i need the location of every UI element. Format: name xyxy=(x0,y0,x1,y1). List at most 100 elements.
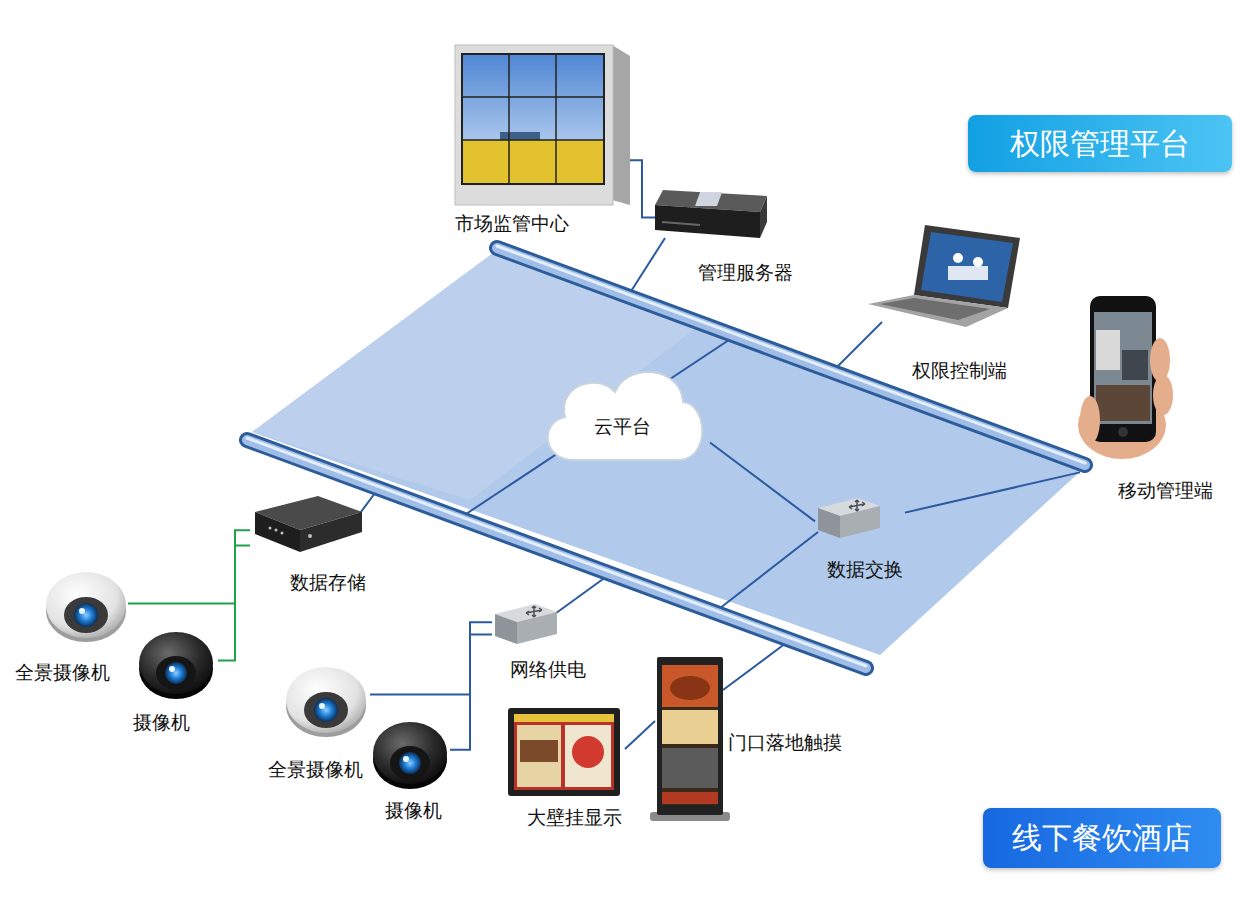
wall-display-icon-part xyxy=(517,725,561,787)
storage-icon-part-part xyxy=(308,534,312,538)
wall-display-icon-part xyxy=(508,708,620,796)
storage-icon-part-part xyxy=(275,529,278,532)
laptop-icon xyxy=(868,225,1020,327)
kiosk-icon-part xyxy=(670,676,710,700)
wall-display-icon xyxy=(508,708,620,796)
video-wall-icon-part-part xyxy=(462,139,604,141)
kiosk-icon xyxy=(650,657,730,821)
device-caption: 全景摄像机 xyxy=(268,757,363,781)
phone-icon-part xyxy=(1150,338,1170,382)
kiosk-node: 门口落地触摸 xyxy=(655,655,844,820)
wall-display-icon-part xyxy=(565,725,611,787)
video-wall-icon-part xyxy=(500,132,540,140)
laptop-icon-part xyxy=(880,298,990,320)
phone-icon-part xyxy=(1096,385,1150,421)
phone-icon-part xyxy=(1118,427,1128,437)
device-caption: 市场监管中心 xyxy=(455,211,569,235)
video-wall-icon-part xyxy=(612,45,630,205)
network-pipe-part xyxy=(247,440,866,668)
network-link xyxy=(218,546,250,661)
device-caption: 大壁挂显示 xyxy=(527,805,622,829)
device-caption: 权限控制端 xyxy=(912,358,1007,382)
device-caption: 门口落地触摸 xyxy=(728,730,842,754)
video-wall-icon-part-part xyxy=(462,96,604,98)
network-illustration-part xyxy=(286,667,366,737)
cloud-label: 云平台 xyxy=(594,414,651,438)
storage-icon-part xyxy=(255,512,300,552)
phone-icon-part xyxy=(1080,396,1100,444)
grid-line-part xyxy=(460,336,735,518)
panorama-camera-node: 全景摄像机 xyxy=(15,568,128,686)
kiosk-icon-part xyxy=(657,657,723,815)
network-pipe xyxy=(247,246,1085,668)
device-caption: 摄像机 xyxy=(133,710,190,734)
video-wall-icon-part xyxy=(455,45,613,205)
grid-line-part xyxy=(832,322,882,372)
poe-switch-node: 网络供电 xyxy=(492,602,588,683)
network-illustration-part xyxy=(139,632,213,699)
wall-display-icon-part xyxy=(514,714,614,790)
kiosk-icon-part xyxy=(662,665,718,707)
phone-icon-part xyxy=(1153,375,1173,415)
cloud-outline xyxy=(548,372,702,460)
video-wall-icon xyxy=(455,45,630,205)
kiosk-icon-part xyxy=(662,710,718,744)
phone-icon-part xyxy=(1122,350,1148,380)
device-caption: 数据存储 xyxy=(290,570,366,594)
kiosk-icon-part xyxy=(662,792,718,804)
network-pipe-part xyxy=(247,440,866,668)
hotel-badge-node: 线下餐饮酒店 xyxy=(983,808,1221,868)
network-link xyxy=(370,622,492,694)
storage-icon-part-part xyxy=(269,527,272,530)
device-caption: 移动管理端 xyxy=(1118,478,1213,502)
wall-display-icon-part xyxy=(520,740,558,762)
video-wall-icon-part-part xyxy=(508,54,510,184)
server-icon xyxy=(655,190,767,238)
grid-line-part xyxy=(715,532,818,612)
network-link xyxy=(450,634,492,749)
video-wall-icon-part xyxy=(462,54,604,184)
kiosk-icon-part xyxy=(662,748,718,788)
storage-icon-part xyxy=(300,512,362,552)
phone-icon-part xyxy=(1094,312,1152,424)
device-caption: 全景摄像机 xyxy=(15,660,110,684)
network-illustration-part xyxy=(373,722,447,789)
storage-icon xyxy=(255,496,362,552)
laptop-icon-part xyxy=(914,225,1020,308)
network-illustration-part xyxy=(46,572,126,642)
server-icon-part xyxy=(655,205,760,238)
laptop-icon-part xyxy=(953,253,963,263)
device-caption: 摄像机 xyxy=(385,798,442,822)
laptop-node: 权限控制端 xyxy=(870,222,1020,384)
storage-icon-part xyxy=(269,527,313,539)
wall-display-node: 大壁挂显示 xyxy=(505,705,625,831)
network-link xyxy=(710,443,815,522)
laptop-icon-part xyxy=(921,232,1013,302)
phone-icon xyxy=(1078,296,1173,459)
badge-title: 线下餐饮酒店 xyxy=(1012,820,1192,856)
server-icon-part xyxy=(695,192,722,206)
phone-icon-part xyxy=(1096,330,1120,370)
device-caption: 管理服务器 xyxy=(698,260,793,284)
camera-node: 摄像机 xyxy=(133,628,218,736)
video-wall-icon-part-part xyxy=(555,54,557,184)
grid-line xyxy=(355,238,882,690)
camera-node: 摄像机 xyxy=(370,718,450,824)
panorama-camera-node: 全景摄像机 xyxy=(268,665,370,783)
storage-icon-part-part xyxy=(281,532,284,535)
video-wall-icon-part xyxy=(462,140,604,184)
video-wall-icon-part xyxy=(462,54,604,184)
network-link xyxy=(128,530,250,603)
device-caption: 网络供电 xyxy=(510,657,586,681)
phone-node: 移动管理端 xyxy=(1080,293,1215,504)
network-link xyxy=(630,160,655,217)
video-wall-node: 市场监管中心 xyxy=(455,45,630,237)
server-icon-part xyxy=(662,222,700,225)
wall-display-icon-part xyxy=(572,736,604,768)
network-link xyxy=(905,472,1080,512)
switch-node: 数据交换 xyxy=(815,495,905,583)
server-node: 管理服务器 xyxy=(655,188,795,286)
grid-line-part xyxy=(552,574,610,616)
